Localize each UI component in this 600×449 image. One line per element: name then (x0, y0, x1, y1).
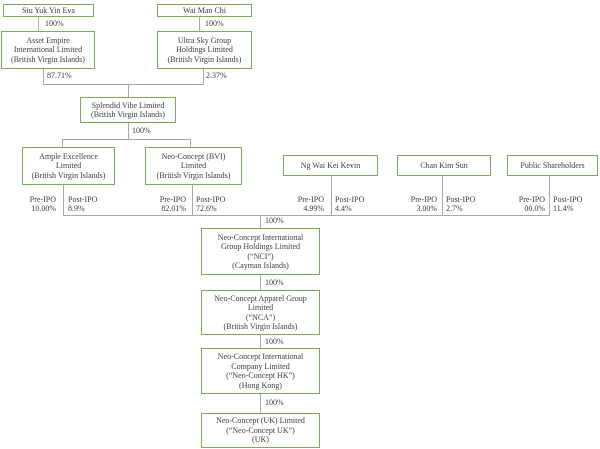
ownership-label: 100% (265, 278, 284, 287)
node-label: Ultra Sky Group Holdings Limited (Britis… (167, 35, 242, 64)
connector-line (63, 215, 550, 216)
ipo-pre-chan-kim: Pre-IPO 3.00% (392, 195, 437, 213)
ownership-label: 100% (265, 337, 284, 346)
connector-line (199, 17, 200, 31)
ipo-post-label: Post-IPO (335, 195, 365, 204)
ownership-label: 2.37% (206, 71, 227, 80)
connector-line (549, 176, 550, 215)
ownership-label: 100% (205, 19, 224, 28)
node-label: Siu Yuk Yin Eva (22, 5, 75, 15)
node-public-shareholders: Public Shareholders (507, 155, 598, 176)
ipo-post-chan-kim: Post-IPO 2.7% (446, 195, 475, 213)
ipo-pre-value: 4.99% (303, 204, 324, 213)
ownership-label: 100% (265, 216, 284, 225)
ipo-post-neo-bvi: Post-IPO 72.6% (196, 195, 225, 213)
ipo-post-value: 72.6% (196, 204, 217, 213)
connector-line (192, 185, 193, 215)
ipo-pre-public: Pre-IPO 00.0% (500, 195, 545, 213)
node-splendid-vibe: Splendid Vibe Limited (British Virgin Is… (80, 97, 176, 123)
node-neo-concept-hk: Neo-Concept International Company Limite… (201, 348, 320, 394)
node-ample-excellence: Ample Excellence Limited (British Virgin… (22, 147, 115, 185)
connector-line (62, 139, 63, 147)
ipo-post-label: Post-IPO (196, 195, 226, 204)
ipo-post-ample: Post-IPO 8.9% (68, 195, 97, 213)
ipo-post-value: 8.9% (68, 204, 85, 213)
ipo-post-label: Post-IPO (553, 195, 583, 204)
node-label: Neo-Concept Apparel Group Limited (“NCA”… (214, 293, 307, 332)
connector-line (43, 69, 44, 84)
ipo-pre-label: Pre-IPO (159, 195, 186, 204)
ipo-pre-label: Pre-IPO (410, 195, 437, 204)
ipo-pre-ample: Pre-IPO 10.00% (11, 195, 56, 213)
node-siu-yuk-yin-eva: Siu Yuk Yin Eva (3, 4, 94, 17)
connector-line (260, 275, 261, 290)
connector-line (190, 139, 191, 147)
node-label: Neo-Concept (UK) Limited (“Neo-Concept U… (216, 416, 305, 445)
node-nci: Neo-Concept International Group Holdings… (201, 228, 320, 275)
ipo-post-label: Post-IPO (446, 195, 476, 204)
node-label: Chan Kim Sun (420, 160, 468, 170)
node-ng-wai-kei-kevin: Ng Wai Kei Kevin (283, 155, 378, 176)
connector-line (38, 17, 39, 31)
connector-line (203, 69, 204, 84)
node-label: Wai Man Chi (183, 5, 226, 15)
ipo-post-label: Post-IPO (68, 195, 98, 204)
node-chan-kim-sun: Chan Kim Sun (397, 155, 491, 176)
ipo-post-value: 2.7% (446, 204, 463, 213)
ipo-post-public: Post-IPO 11.4% (553, 195, 582, 213)
ipo-pre-value: 00.0% (524, 204, 545, 213)
ipo-pre-value: 10.00% (31, 204, 56, 213)
node-label: Asset Empire International Limited (Brit… (11, 35, 85, 64)
node-ultra-sky: Ultra Sky Group Holdings Limited (Britis… (157, 31, 252, 69)
ipo-pre-label: Pre-IPO (518, 195, 545, 204)
ipo-pre-value: 3.00% (416, 204, 437, 213)
connector-line (260, 215, 261, 228)
ownership-label: 87.71% (47, 71, 72, 80)
connector-line (128, 84, 129, 97)
node-label: Neo-Concept International Company Limite… (217, 352, 304, 390)
ipo-pre-value: 82.01% (161, 204, 186, 213)
node-neo-concept-bvi: Neo-Concept (BVI) Limited (British Virgi… (145, 147, 242, 185)
connector-line (442, 176, 443, 215)
ipo-pre-ng-wai: Pre-IPO 4.99% (279, 195, 324, 213)
connector-line (260, 394, 261, 413)
connector-line (260, 335, 261, 348)
ipo-pre-label: Pre-IPO (297, 195, 324, 204)
connector-line (331, 176, 332, 215)
connector-line (43, 84, 204, 85)
node-label: Splendid Vibe Limited (British Virgin Is… (91, 100, 165, 120)
connector-line (63, 185, 64, 215)
ownership-label: 100% (265, 398, 284, 407)
node-label: Neo-Concept (BVI) Limited (British Virgi… (156, 151, 231, 180)
ownership-label: 100% (132, 126, 151, 135)
ipo-pre-neo-bvi: Pre-IPO 82.01% (141, 195, 186, 213)
node-neo-concept-uk: Neo-Concept (UK) Limited (“Neo-Concept U… (201, 413, 320, 448)
node-label: Neo-Concept International Group Holdings… (217, 232, 304, 271)
node-asset-empire: Asset Empire International Limited (Brit… (1, 31, 95, 69)
node-label: Ample Excellence Limited (British Virgin… (31, 151, 106, 180)
node-label: Public Shareholders (520, 160, 585, 170)
node-nca: Neo-Concept Apparel Group Limited (“NCA”… (201, 290, 320, 335)
ipo-post-ng-wai: Post-IPO 4.4% (335, 195, 364, 213)
node-label: Ng Wai Kei Kevin (300, 160, 361, 170)
ipo-pre-label: Pre-IPO (29, 195, 56, 204)
ipo-post-value: 4.4% (335, 204, 352, 213)
connector-line (62, 139, 191, 140)
ownership-label: 100% (45, 19, 64, 28)
ipo-post-value: 11.4% (553, 204, 574, 213)
node-wai-man-chi: Wai Man Chi (157, 4, 252, 17)
connector-line (128, 123, 129, 139)
